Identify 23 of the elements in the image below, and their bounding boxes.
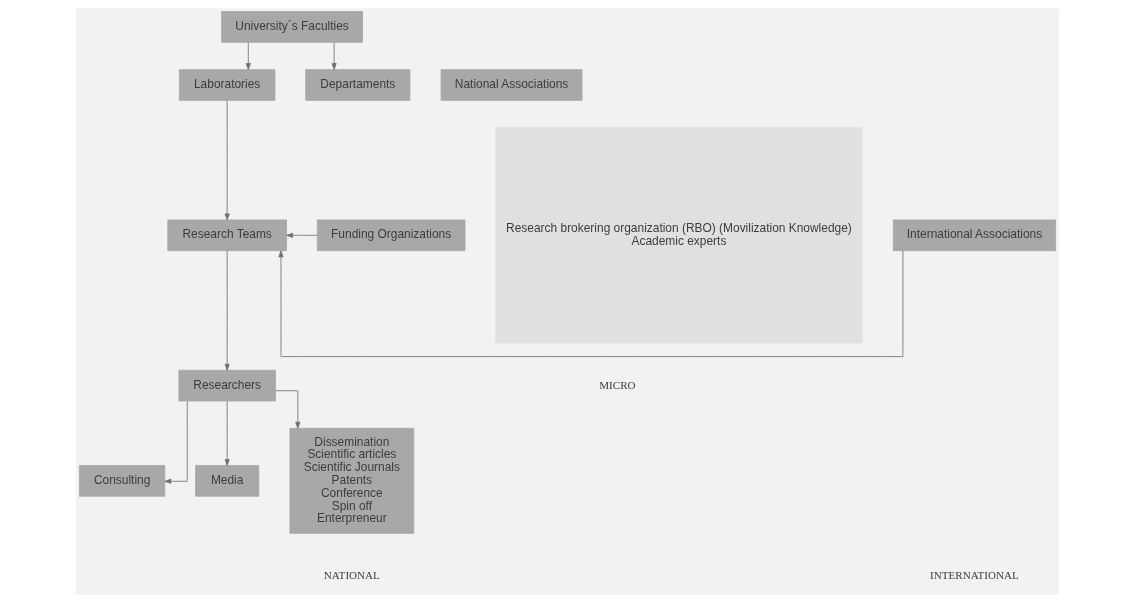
node-box: Laboratories xyxy=(178,69,276,101)
arrow xyxy=(245,42,251,70)
node-box: University´s Faculties xyxy=(221,11,363,43)
node-box: International Associations xyxy=(892,219,1056,252)
node-box: Consulting xyxy=(79,465,166,497)
node-box: Departaments xyxy=(305,69,411,101)
node-box: Dissemination Scientific articles Scientific Journals Patents Conference Spin off Enterpreneur xyxy=(289,427,415,534)
node-box: Media xyxy=(195,465,260,497)
node-box: Research Teams xyxy=(167,219,287,252)
arrow xyxy=(224,100,230,221)
arrow xyxy=(164,401,188,484)
arrow xyxy=(286,232,318,238)
node-box: National Associations xyxy=(440,69,583,101)
label: NATIONAL xyxy=(323,568,380,581)
node-box: Researchers xyxy=(178,369,276,402)
arrow xyxy=(278,250,904,357)
label: MICRO xyxy=(599,378,636,391)
arrow xyxy=(224,400,230,466)
arrow xyxy=(275,390,301,429)
arrow xyxy=(331,42,337,70)
node-box: Funding Organizations xyxy=(316,219,466,252)
label: INTERNATIONAL xyxy=(930,568,1019,581)
arrow xyxy=(224,250,230,371)
